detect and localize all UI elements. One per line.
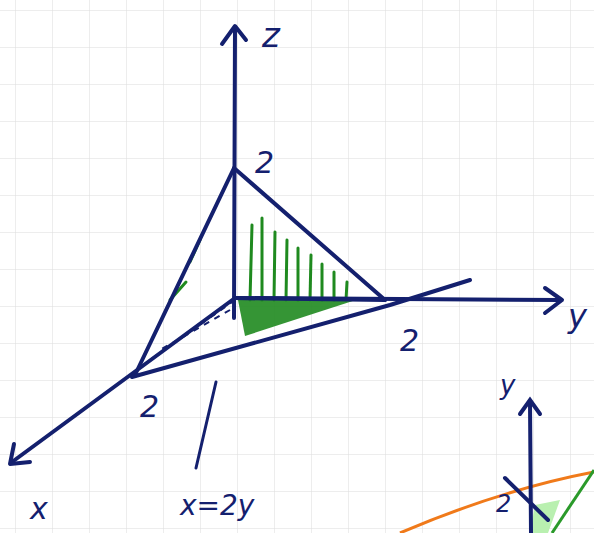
axis-label: y (568, 300, 587, 332)
axis-label: y (500, 372, 515, 398)
intercept-value: 2 (255, 148, 274, 178)
hidden-lines (150, 300, 235, 360)
axis-label: x (30, 494, 48, 524)
intercept-value: 2 (400, 326, 419, 356)
shaded-region (170, 218, 362, 336)
equation-label: x=2y (180, 492, 254, 520)
second-sketch (400, 400, 594, 533)
intercept-value: 2 (140, 392, 159, 422)
intercept-value: 2 (496, 492, 511, 516)
axes (10, 26, 562, 468)
axis-label: z (262, 18, 280, 52)
